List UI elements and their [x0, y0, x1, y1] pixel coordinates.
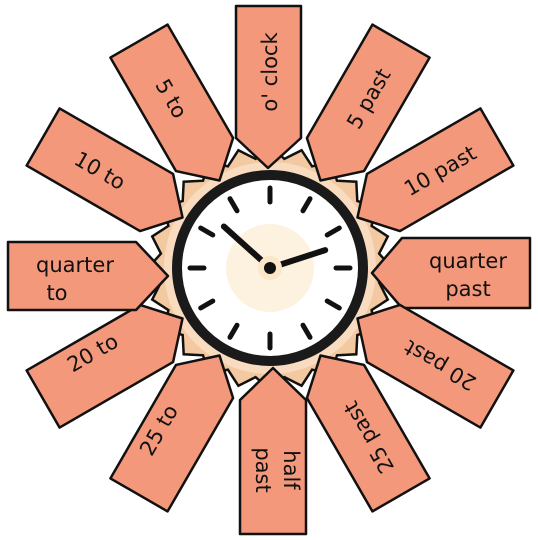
- arrow-quarter-past-label-line1: quarter: [429, 249, 507, 273]
- arrow-quarter-to-label-line1: quarter: [36, 253, 114, 277]
- arrow-oclock: o' clock: [236, 6, 301, 168]
- arrow-half-past-label-line1: half: [279, 450, 303, 490]
- clock: [172, 170, 368, 366]
- arrow-quarter-past-label-line2: past: [445, 277, 490, 301]
- clock-hub-pin: [264, 262, 276, 274]
- arrow-quarter-past: quarter past: [372, 238, 530, 308]
- arrow-oclock-label: o' clock: [258, 32, 282, 112]
- arrow-quarter-to: quarter to: [8, 242, 168, 310]
- arrow-half-past-label-line2: past: [251, 447, 275, 492]
- arrow-half-past: half past: [240, 368, 306, 534]
- arrow-quarter-to-label-line2: to: [46, 281, 67, 305]
